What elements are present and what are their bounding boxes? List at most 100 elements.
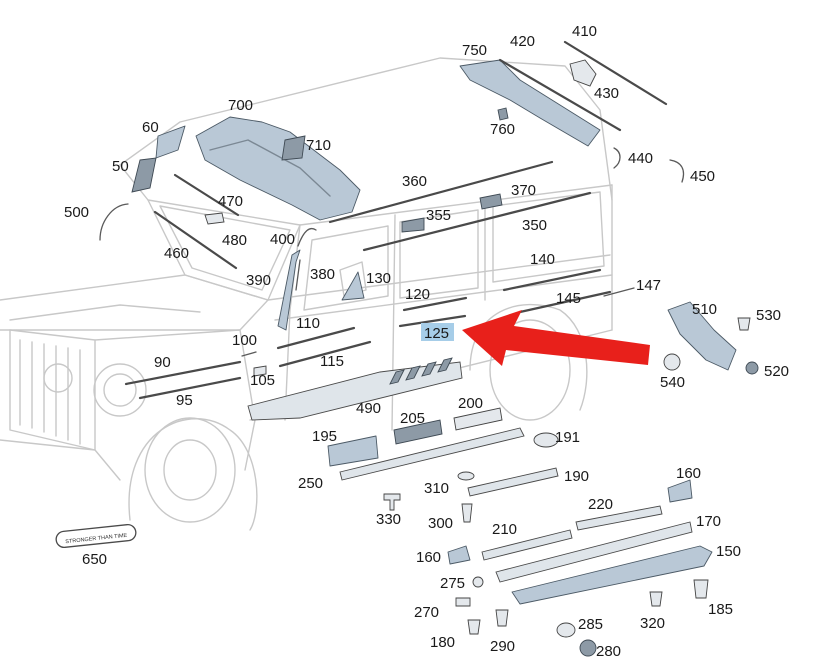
part-147-strip <box>603 287 635 297</box>
part-440-hook <box>613 147 621 169</box>
callout-510: 510 <box>692 301 717 318</box>
part-100-strip <box>241 351 257 357</box>
callout-285: 285 <box>578 616 603 633</box>
part-320-bolt <box>649 591 663 607</box>
part-760-clip <box>497 107 509 121</box>
part-350-strip <box>362 191 592 252</box>
callout-190: 190 <box>564 468 589 485</box>
part-191-cap <box>533 432 559 448</box>
callout-130: 130 <box>366 270 391 287</box>
part-220-rail <box>575 505 663 531</box>
callout-540: 540 <box>660 374 685 391</box>
part-330-bolt <box>383 493 401 511</box>
callout-95: 95 <box>176 392 193 409</box>
part-160-bracket-upper <box>667 479 693 503</box>
callout-300: 300 <box>428 515 453 532</box>
callout-147: 147 <box>636 277 661 294</box>
callout-220: 220 <box>588 496 613 513</box>
part-125-strip <box>398 314 467 328</box>
part-200-bracket <box>453 407 503 431</box>
part-285-washer <box>556 622 576 638</box>
part-390-pillar <box>277 249 301 331</box>
callout-180: 180 <box>430 634 455 651</box>
callout-530: 530 <box>756 307 781 324</box>
part-360-strip <box>328 160 554 224</box>
callout-440: 440 <box>628 150 653 167</box>
callout-420: 420 <box>510 33 535 50</box>
callout-490: 490 <box>356 400 381 417</box>
callout-labels: 410 750 420 430 760 700 710 60 50 500 47… <box>64 23 789 660</box>
part-450-hook <box>669 159 685 183</box>
callout-210: 210 <box>492 521 517 538</box>
part-750-spoiler <box>459 59 601 147</box>
part-105-clip <box>253 365 267 377</box>
callout-100: 100 <box>232 332 257 349</box>
callout-120: 120 <box>405 286 430 303</box>
part-250-rail <box>339 427 525 481</box>
part-120-strip <box>402 296 468 312</box>
part-150-step <box>511 545 713 605</box>
part-60-cover <box>155 125 186 159</box>
callout-310: 310 <box>424 480 449 497</box>
part-530-screw <box>737 317 751 331</box>
part-500-hose <box>99 203 129 241</box>
callout-450: 450 <box>690 168 715 185</box>
callout-750: 750 <box>462 42 487 59</box>
callout-110: 110 <box>296 315 320 332</box>
highlight-box <box>421 323 454 341</box>
part-195-bracket <box>327 435 379 467</box>
callout-60: 60 <box>142 119 159 136</box>
callout-250: 250 <box>298 475 323 492</box>
callout-760: 760 <box>490 121 515 138</box>
callout-460: 460 <box>164 245 189 262</box>
callout-150: 150 <box>716 543 741 560</box>
callout-195: 195 <box>312 428 337 445</box>
part-380-trim <box>295 259 301 291</box>
part-145-strip <box>518 290 612 314</box>
callout-410: 410 <box>572 23 597 40</box>
callout-105: 105 <box>250 372 275 389</box>
callout-280: 280 <box>596 643 621 660</box>
part-300-bolt <box>461 503 473 523</box>
callout-200: 200 <box>458 395 483 412</box>
callout-160-lower: 160 <box>416 549 441 566</box>
part-185-clip <box>693 579 709 599</box>
part-355-clip <box>401 217 425 233</box>
part-115-strip <box>278 340 372 368</box>
callout-115: 115 <box>320 353 344 370</box>
callout-520: 520 <box>764 363 789 380</box>
callout-500: 500 <box>64 204 89 221</box>
callout-400: 400 <box>270 231 295 248</box>
callout-205: 205 <box>400 410 425 427</box>
callout-710: 710 <box>306 137 331 154</box>
callout-145: 145 <box>556 290 581 307</box>
callout-160-upper: 160 <box>676 465 701 482</box>
part-410-rod <box>563 40 668 106</box>
callout-275: 275 <box>440 575 465 592</box>
callout-170: 170 <box>696 513 721 530</box>
callout-50: 50 <box>112 158 129 175</box>
red-arrow <box>462 310 650 366</box>
callout-330: 330 <box>376 511 401 528</box>
callout-191: 191 <box>555 429 580 446</box>
part-275-ring <box>472 576 484 588</box>
callout-320: 320 <box>640 615 665 632</box>
part-140-strip <box>502 268 602 292</box>
part-520-nut <box>745 361 759 375</box>
part-210-rail <box>481 529 573 561</box>
vehicle-body-outline <box>0 57 613 531</box>
part-95-strip <box>138 376 242 400</box>
callout-370: 370 <box>511 182 536 199</box>
part-160-bracket-lower <box>447 545 471 565</box>
callout-480: 480 <box>222 232 247 249</box>
callout-140: 140 <box>530 251 555 268</box>
part-310-washer <box>457 471 475 481</box>
part-205-bracket <box>393 419 443 445</box>
part-470-strip <box>173 173 240 217</box>
part-420-rod <box>498 58 622 132</box>
part-270-bolt <box>455 597 471 607</box>
part-650-badge <box>55 524 137 548</box>
callout-125: 125 <box>424 325 449 342</box>
callout-290: 290 <box>490 638 515 655</box>
